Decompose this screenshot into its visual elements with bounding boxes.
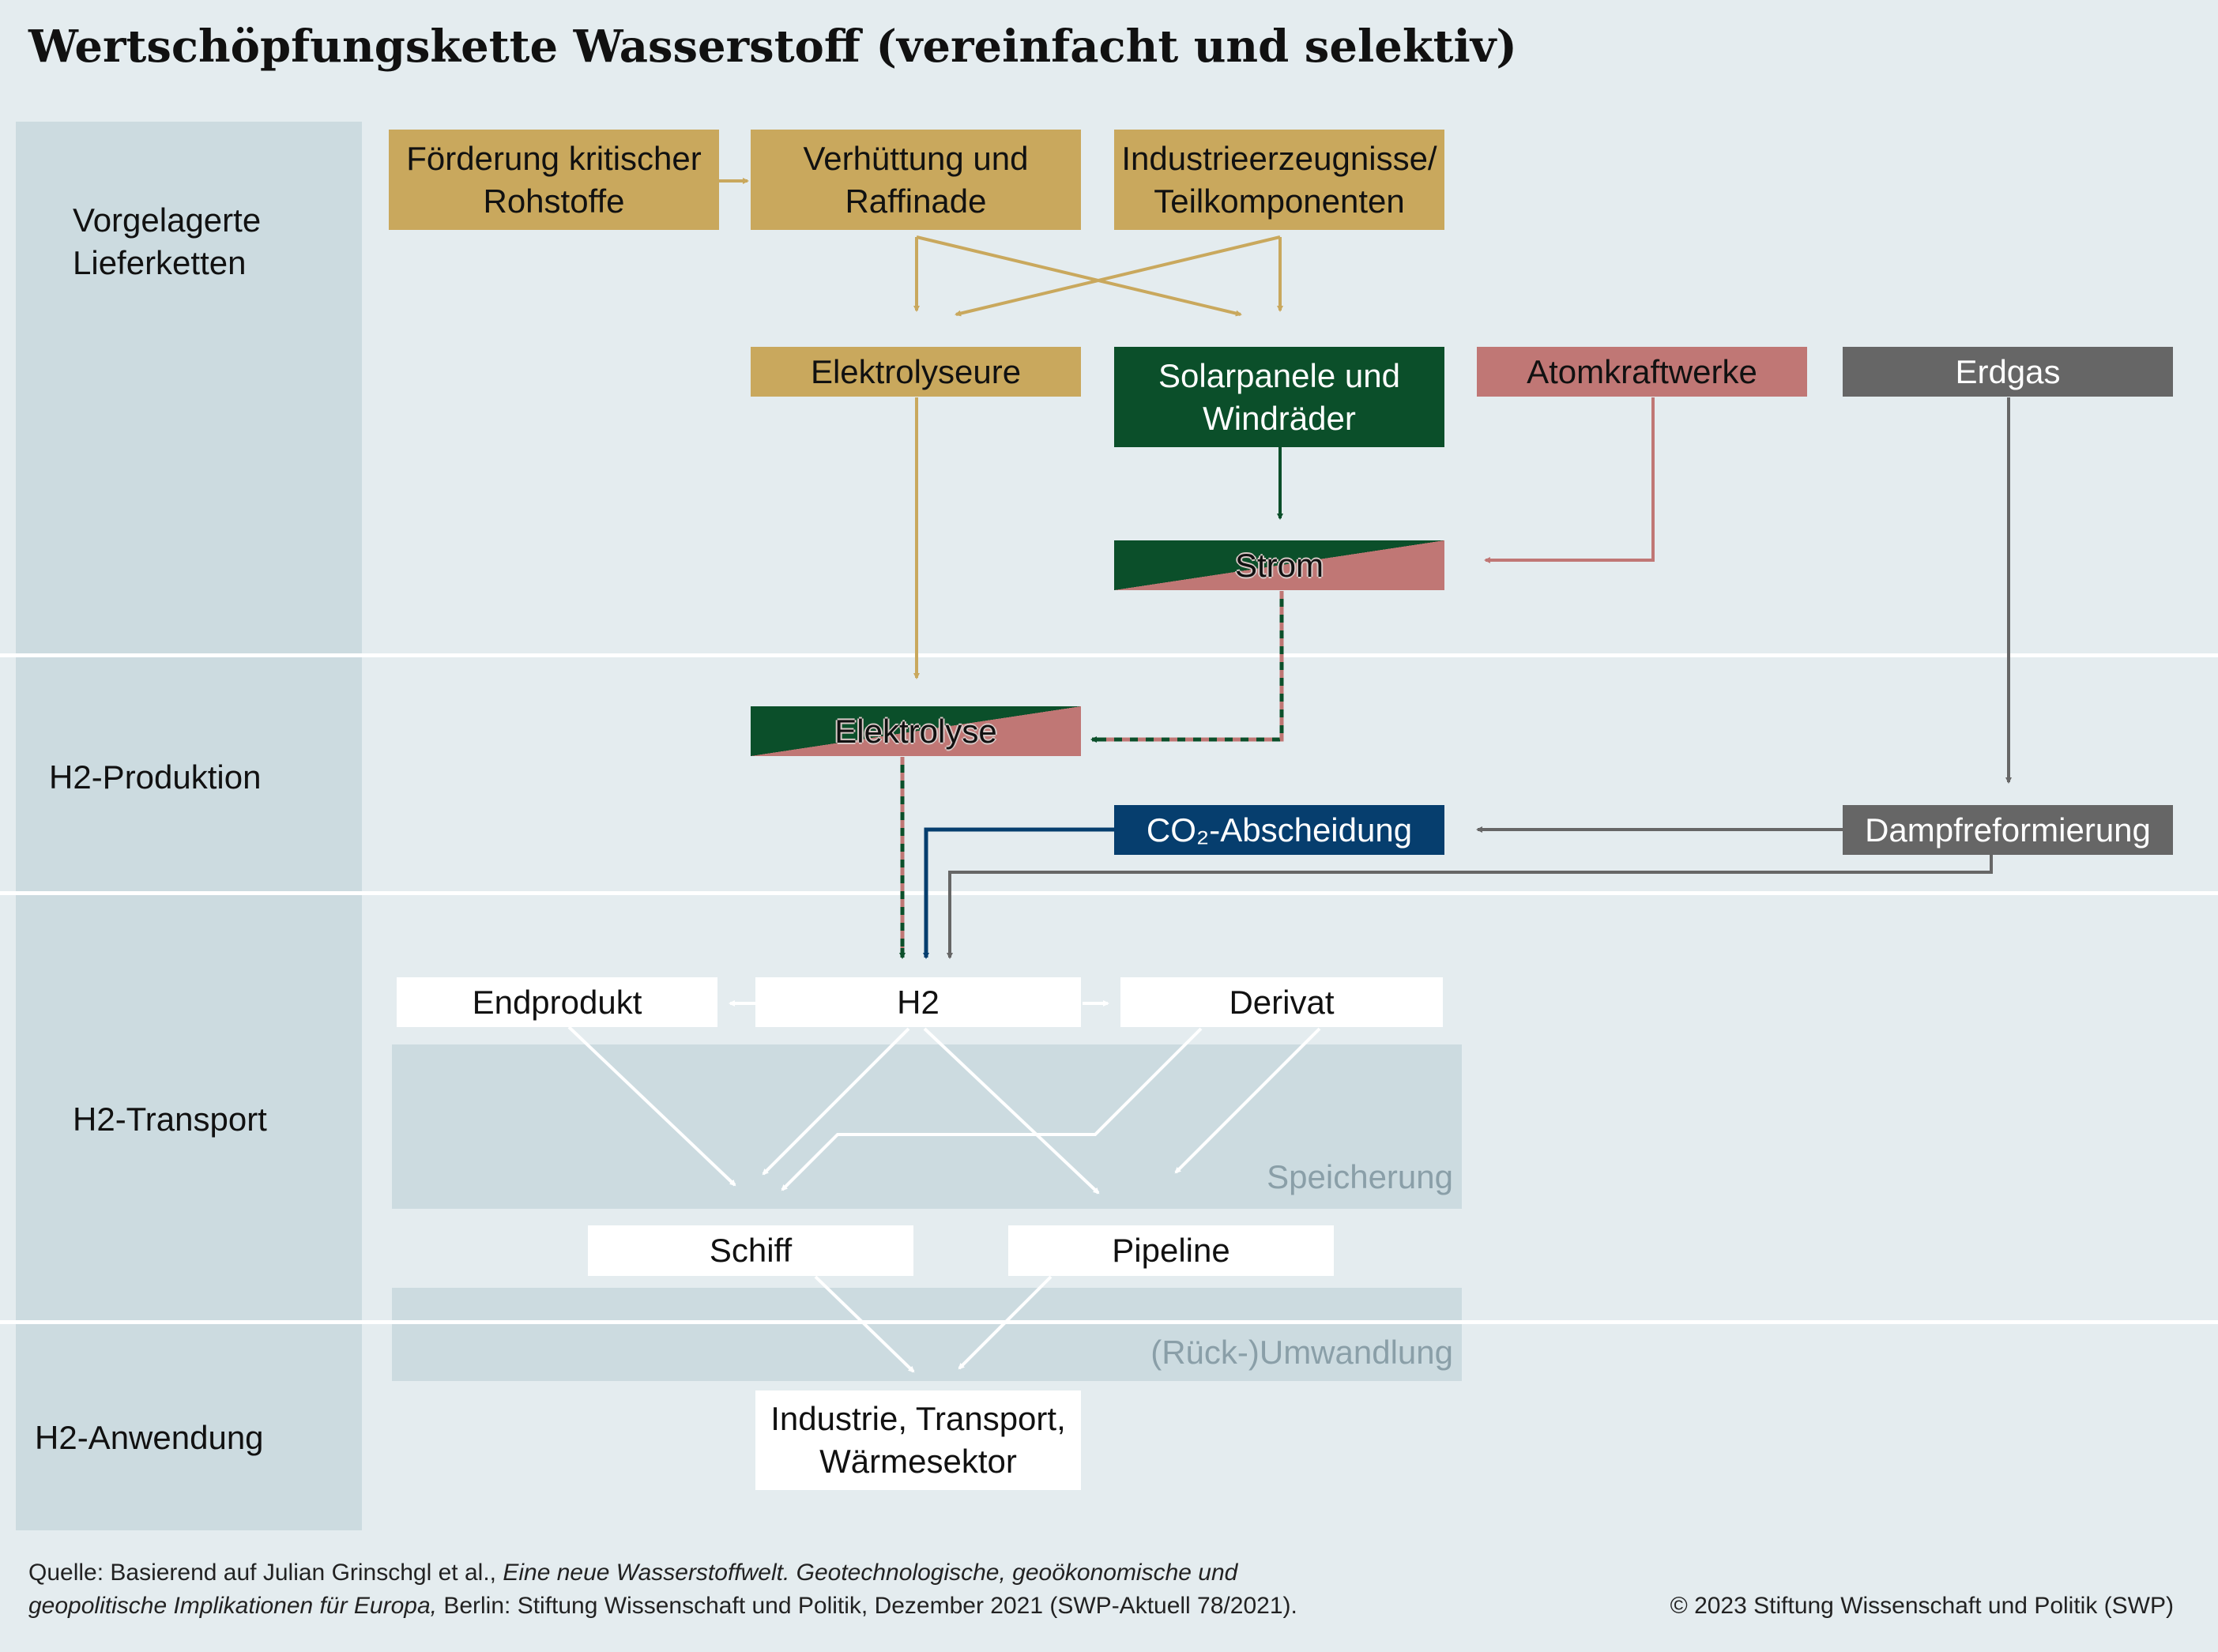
- source-note: Quelle: Basierend auf Julian Grinschgl e…: [28, 1556, 1340, 1623]
- arrow-dampf-h2: [947, 855, 1993, 959]
- arrow-h2-schiff: [762, 1027, 910, 1176]
- source-title: Eine neue Wasserstoffwelt. Geotechnologi…: [28, 1560, 1238, 1619]
- node-solar-wind: Solarpanele und Windräder: [1114, 347, 1444, 447]
- arrow-strom-elektrolyse-base: [1090, 591, 1284, 743]
- lane-label-production: H2-Produktion: [49, 758, 262, 796]
- node-h2: H2: [755, 977, 1081, 1027]
- lane-separator: [0, 891, 2218, 895]
- lane-separator: [0, 1320, 2218, 1324]
- node-elektrolyseure: Elektrolyseure: [751, 347, 1081, 397]
- conversion-zone: [392, 1288, 1462, 1381]
- arrow-verhuettung-solar: [916, 235, 1242, 317]
- source-prefix: Quelle: Basierend auf Julian Grinschgl e…: [28, 1560, 496, 1586]
- node-strom-label: Strom: [1234, 546, 1324, 584]
- arrow-schiff-anwendung: [814, 1275, 915, 1373]
- arrow-endprodukt-schiff: [567, 1025, 736, 1187]
- node-derivat: Derivat: [1120, 977, 1443, 1027]
- arrow-atomkraft-strom: [1484, 397, 1655, 563]
- arrow-co2-h2: [923, 827, 1114, 959]
- lane-label-upstream: Vorgelagerte Lieferketten: [73, 201, 262, 281]
- source-suffix: Berlin: Stiftung Wissenschaft und Politi…: [443, 1593, 1297, 1619]
- page-title: Wertschöpfungskette Wasserstoff (vereinf…: [28, 21, 1517, 73]
- node-endprodukt: Endprodukt: [397, 977, 717, 1027]
- node-co2-abscheidung: CO₂-Abscheidung: [1114, 805, 1444, 855]
- lane-column: [16, 122, 362, 1530]
- node-elektrolyse-label: Elektrolyse: [834, 712, 997, 750]
- node-elektrolyse: Elektrolyse: [751, 706, 1081, 756]
- node-erdgas: Erdgas: [1843, 347, 2173, 397]
- node-verhuettung: Verhüttung und Raffinade: [751, 130, 1081, 230]
- node-foerderung: Förderung kritischer Rohstoffe: [389, 130, 719, 230]
- arrow-derivat-pipeline: [1174, 1027, 1321, 1174]
- arrow-industrie-elektrolyseure: [955, 235, 1281, 317]
- node-schiff: Schiff: [588, 1225, 913, 1276]
- arrow-strom-elektrolyse-dash: [1100, 591, 1284, 742]
- arrow-h2-pipeline: [923, 1027, 1100, 1195]
- node-dampfreformierung: Dampfreformierung: [1843, 805, 2173, 855]
- node-industrieerzeugnisse: Industrieerzeugnisse/ Teilkomponenten: [1114, 130, 1444, 230]
- node-anwendung: Industrie, Transport, Wärmesektor: [755, 1390, 1081, 1490]
- arrow-derivat-schiff: [781, 1027, 1203, 1191]
- conversion-label: (Rück-)Umwandlung: [1150, 1334, 1453, 1371]
- storage-zone: [392, 1044, 1462, 1209]
- lane-label-transport: H2-Transport: [73, 1101, 267, 1138]
- lane-separator: [0, 653, 2218, 657]
- lane-label-application: H2-Anwendung: [35, 1419, 264, 1456]
- node-strom: Strom: [1114, 540, 1444, 590]
- node-atomkraftwerke: Atomkraftwerke: [1477, 347, 1807, 397]
- node-pipeline: Pipeline: [1008, 1225, 1334, 1276]
- storage-label: Speicherung: [1267, 1158, 1453, 1195]
- copyright: © 2023 Stiftung Wissenschaft und Politik…: [1670, 1593, 2174, 1619]
- arrow-pipeline-anwendung: [958, 1275, 1053, 1370]
